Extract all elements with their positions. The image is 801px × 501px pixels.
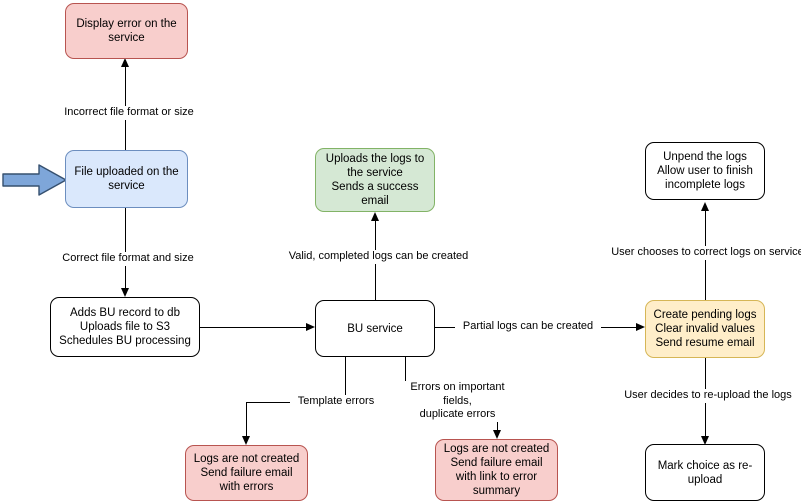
edge-line-important-errors-seg1 [405, 357, 406, 394]
edge-line-correct-format [125, 208, 126, 290]
arrowhead-logs-not-created-1 [242, 436, 250, 445]
node-uploads-logs[interactable]: Uploads the logs to the service Sends a … [315, 148, 435, 212]
arrowhead-unpend-logs [701, 202, 709, 211]
node-adds-bu-record[interactable]: Adds BU record to db Uploads file to S3 … [50, 297, 200, 357]
edge-label-partial-logs: Partial logs can be created [455, 320, 601, 334]
edge-label-correct-format: Correct file format and size [54, 252, 202, 266]
edge-line-template-errors-seg3 [246, 402, 247, 438]
node-logs-not-created-with-errors[interactable]: Logs are not created Send failure email … [185, 445, 308, 501]
edge-label-incorrect-format: Incorrect file format or size [55, 106, 203, 120]
edge-label-important-field-errors: Errors on important fields, duplicate er… [392, 381, 523, 422]
node-bu-service[interactable]: BU service [315, 300, 435, 357]
edge-label-template-errors: Template errors [290, 395, 382, 409]
arrowhead-create-pending-logs [636, 322, 645, 331]
node-logs-not-created-with-link[interactable]: Logs are not created Send failure email … [435, 439, 558, 501]
node-display-error[interactable]: Display error on the service [65, 3, 188, 59]
edge-label-user-corrects: User chooses to correct logs on service [608, 246, 801, 260]
arrowhead-adds-bu-record [121, 288, 129, 297]
edge-label-user-reuploads: User decides to re-upload the logs [619, 389, 797, 403]
node-create-pending-logs[interactable]: Create pending logs Clear invalid values… [645, 300, 765, 358]
node-file-uploaded[interactable]: File uploaded on the service [65, 150, 188, 208]
arrowhead-mark-choice [701, 436, 709, 445]
arrowhead-logs-not-created-2 [493, 430, 501, 439]
edge-line-template-errors-seg1 [345, 357, 346, 403]
edge-line-adds-to-bu [200, 327, 307, 328]
arrowhead-uploads-logs [371, 212, 379, 221]
entry-arrow [2, 164, 67, 196]
edge-label-valid-logs: Valid, completed logs can be created [282, 250, 475, 264]
node-mark-choice[interactable]: Mark choice as re- upload [645, 444, 765, 501]
arrowhead-bu-service [306, 322, 315, 331]
node-unpend-logs[interactable]: Unpend the logs Allow user to finish inc… [645, 142, 765, 200]
arrowhead-display-error [121, 58, 129, 67]
